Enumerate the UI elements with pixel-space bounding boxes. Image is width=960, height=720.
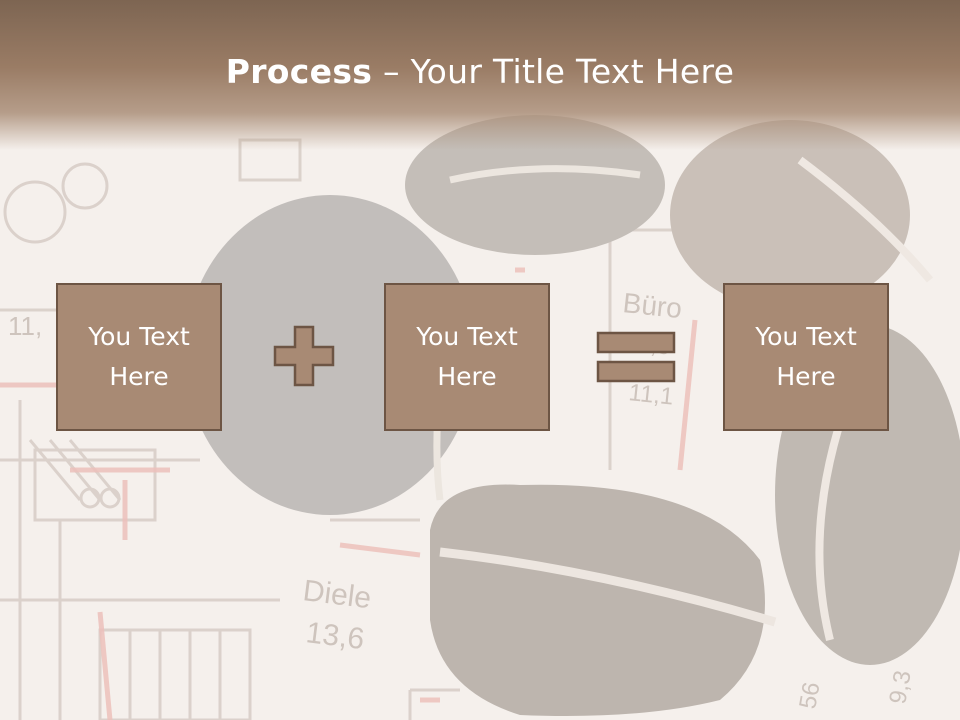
- process-box-3[interactable]: You Text Here: [723, 283, 889, 431]
- title-bold: Process: [225, 52, 373, 91]
- title-band: [0, 0, 960, 150]
- equals-icon: [596, 331, 676, 383]
- title-rest: – Your Title Text Here: [372, 52, 735, 91]
- plan-label-buro-area-b: 11,1: [627, 379, 675, 411]
- process-box-2[interactable]: You Text Here: [384, 283, 550, 431]
- process-box-1-text: You Text Here: [88, 322, 190, 391]
- slide-title[interactable]: Process – Your Title Text Here: [0, 52, 960, 91]
- process-box-3-text: You Text Here: [755, 322, 857, 391]
- process-box-2-text: You Text Here: [416, 322, 518, 391]
- process-box-1[interactable]: You Text Here: [56, 283, 222, 431]
- plan-label-left-area: 11,: [8, 311, 42, 341]
- plan-label-buro: Büro: [621, 287, 683, 324]
- plan-label-bottom-right-a: 56: [794, 680, 825, 711]
- plan-label-bottom-right-b: 9,3: [884, 668, 916, 706]
- plan-label-diele-area: 13,6: [304, 616, 366, 656]
- plus-icon: [273, 325, 335, 387]
